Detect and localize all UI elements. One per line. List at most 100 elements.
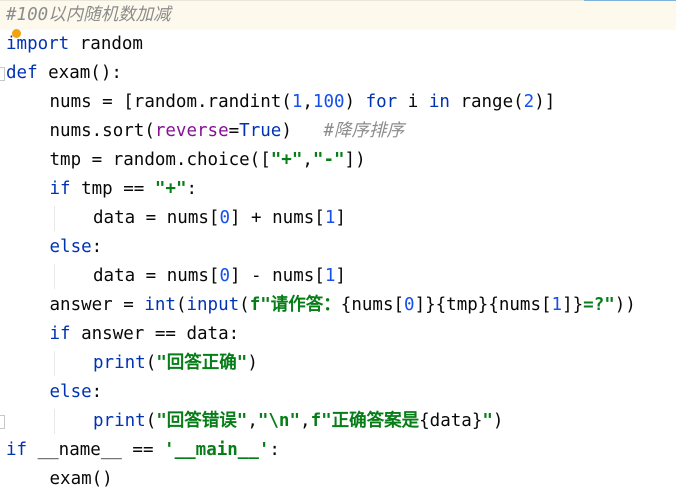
code-token: tmp = random.choice([: [49, 150, 271, 170]
code-token: "+": [270, 150, 303, 170]
code-token: else: [49, 237, 92, 257]
indent-guide: [53, 206, 55, 231]
code-token: :: [269, 440, 280, 460]
code-token: {data}: [419, 411, 483, 431]
code-line[interactable]: data = nums[0] - nums[1]: [0, 262, 676, 291]
code-token: if: [49, 324, 71, 344]
code-token: else: [49, 382, 92, 402]
code-token: (: [175, 295, 187, 315]
code-line[interactable]: if answer == data:: [0, 320, 676, 349]
code-line-content: data = nums[0] + nums[1]: [93, 204, 346, 233]
code-token: :: [91, 382, 103, 402]
code-token: if: [49, 179, 71, 199]
code-token: ,: [300, 411, 311, 431]
code-line[interactable]: answer = int(input(f"请作答：{nums[0]}{tmp}{…: [0, 291, 676, 320]
code-token: in: [428, 92, 450, 112]
code-token: ,: [302, 92, 313, 112]
code-token: nums = [random.randint(: [49, 92, 292, 112]
code-token: True: [239, 121, 282, 141]
code-line-content: nums = [random.randint(1,100) for i in r…: [50, 88, 556, 117]
code-line[interactable]: data = nums[0] + nums[1]: [0, 204, 676, 233]
code-token: 2: [523, 92, 535, 112]
code-token: "-": [312, 150, 345, 170]
code-token: :: [186, 179, 198, 199]
code-token: nums.sort(: [49, 121, 155, 141]
code-line-content: import random: [6, 30, 143, 59]
code-token: (: [145, 411, 157, 431]
code-token: 1: [324, 208, 336, 228]
code-token: random: [69, 34, 143, 54]
code-token: def: [6, 63, 38, 83]
code-token: ): [247, 353, 258, 373]
code-line[interactable]: nums = [random.randint(1,100) for i in r…: [0, 88, 676, 117]
code-token: reverse: [154, 121, 229, 141]
code-token: '__main__': [164, 440, 270, 460]
code-token: "\n": [257, 411, 301, 431]
code-line[interactable]: print("回答正确"): [0, 349, 676, 378]
code-token: print: [93, 411, 146, 431]
code-token: tmp ==: [70, 179, 155, 199]
fold-marker-icon[interactable]: [0, 67, 5, 81]
code-token: ,: [302, 150, 313, 170]
code-line[interactable]: import random: [0, 30, 676, 59]
code-line[interactable]: else:: [0, 378, 676, 407]
code-line[interactable]: nums.sort(reverse=True) #降序排序: [0, 117, 676, 146]
code-line-content: data = nums[0] - nums[1]: [93, 262, 346, 291]
code-token: 1: [551, 295, 563, 315]
code-token: i: [397, 92, 429, 112]
code-line[interactable]: def exam():: [0, 59, 676, 88]
code-token: print: [93, 353, 146, 373]
code-token: =?": [583, 295, 615, 315]
code-token: data = nums[: [93, 208, 220, 228]
code-line-content: nums.sort(reverse=True) #降序排序: [50, 117, 405, 146]
code-token: ]: [335, 266, 346, 286]
code-token: #100以内随机数加减: [6, 5, 171, 25]
code-token: f"请作答：: [249, 295, 341, 315]
code-token: ": [482, 411, 493, 431]
code-token: ): [344, 92, 366, 112]
code-token: 0: [219, 208, 230, 228]
code-token: "+": [154, 179, 187, 199]
code-token: #降序排序: [323, 121, 405, 141]
code-token: data = nums[: [93, 266, 220, 286]
code-token: ): [492, 411, 504, 431]
indent-guide: [53, 409, 55, 434]
code-token: answer == data:: [70, 324, 240, 344]
code-line[interactable]: exam(): [0, 465, 676, 494]
code-token: range(: [449, 92, 524, 112]
intention-bulb-icon[interactable]: [12, 29, 21, 38]
code-token: ]): [344, 150, 366, 170]
code-token: 1: [291, 92, 303, 112]
code-token: 1: [324, 266, 336, 286]
code-line[interactable]: if __name__ == '__main__':: [0, 436, 676, 465]
code-token: ():: [90, 63, 122, 83]
code-line-content: #100以内随机数加减: [6, 1, 171, 30]
code-line[interactable]: #100以内随机数加减: [0, 1, 676, 30]
code-line[interactable]: tmp = random.choice(["+","-"]): [0, 146, 676, 175]
code-token: __name__ ==: [27, 440, 165, 460]
code-line-content: if answer == data:: [50, 320, 240, 349]
code-line-content: else:: [50, 233, 103, 262]
code-line[interactable]: else:: [0, 233, 676, 262]
code-token: ,: [247, 411, 258, 431]
code-token: 0: [219, 266, 230, 286]
code-token: {nums[: [340, 295, 405, 315]
code-token: "回答错误": [156, 411, 248, 431]
code-line-content: if tmp == "+":: [50, 175, 198, 204]
code-token: )): [614, 295, 636, 315]
code-line-content: if __name__ == '__main__':: [6, 436, 280, 465]
code-token: (: [145, 353, 157, 373]
code-line-content: print("回答正确"): [93, 349, 258, 378]
code-token: (: [239, 295, 250, 315]
code-line[interactable]: if tmp == "+":: [0, 175, 676, 204]
code-token: if: [6, 440, 28, 460]
code-line-content: exam(): [50, 465, 113, 494]
code-line[interactable]: print("回答错误","\n",f"正确答案是{data}"): [0, 407, 676, 436]
code-line-content: answer = int(input(f"请作答：{nums[0]}{tmp}{…: [50, 291, 636, 320]
code-token: :: [91, 237, 103, 257]
code-token: for: [365, 92, 398, 112]
fold-marker-icon[interactable]: [0, 415, 5, 429]
indent-guide: [53, 264, 55, 289]
code-token: exam: [37, 63, 91, 83]
